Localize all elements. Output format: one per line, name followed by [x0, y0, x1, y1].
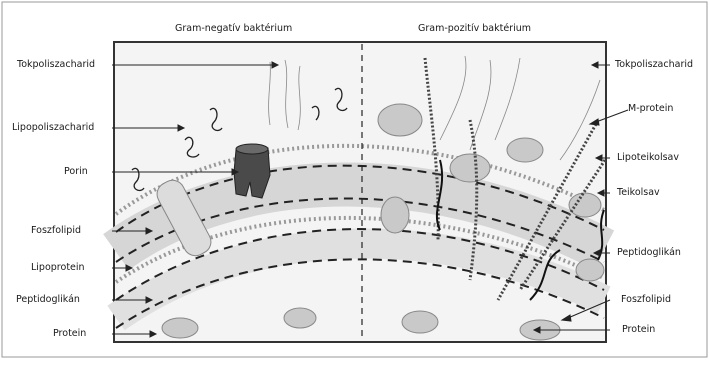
label-protein-right: Protein — [622, 324, 655, 336]
label-lipoteikolsav: Lipoteikolsav — [617, 152, 679, 164]
gram-positive-title: Gram-pozitív baktérium — [418, 23, 531, 34]
gram-negative-title: Gram-negatív baktérium — [175, 23, 292, 34]
label-lipopoliszacharid: Lipopoliszacharid — [12, 122, 94, 134]
label-tokpoliszacharid-left: Tokpoliszacharid — [17, 59, 95, 71]
protein-blob — [450, 154, 490, 182]
porin-top — [236, 144, 268, 154]
protein-blob — [402, 311, 438, 333]
label-peptidoglikan-right: Peptidoglikán — [617, 247, 681, 259]
protein-blob — [576, 259, 604, 281]
label-foszfolipid-left: Foszfolipid — [31, 225, 81, 237]
protein-blob — [378, 104, 422, 136]
porin-icon — [234, 144, 270, 198]
protein-blob — [507, 138, 543, 162]
label-m-protein: M-protein — [628, 103, 673, 115]
label-lipoprotein: Lipoprotein — [31, 262, 85, 274]
protein-blob — [162, 318, 198, 338]
porin-shape — [234, 148, 270, 198]
protein-blob — [284, 308, 316, 328]
label-peptidoglikan-left: Peptidoglikán — [16, 294, 80, 306]
label-foszfolipid-right: Foszfolipid — [621, 294, 671, 306]
label-protein-left: Protein — [53, 328, 86, 340]
label-porin: Porin — [64, 166, 88, 178]
protein-blob — [381, 197, 409, 233]
label-teikolsav: Teikolsav — [617, 187, 660, 199]
protein-blob — [569, 193, 601, 217]
label-tokpoliszacharid-right: Tokpoliszacharid — [615, 59, 693, 71]
